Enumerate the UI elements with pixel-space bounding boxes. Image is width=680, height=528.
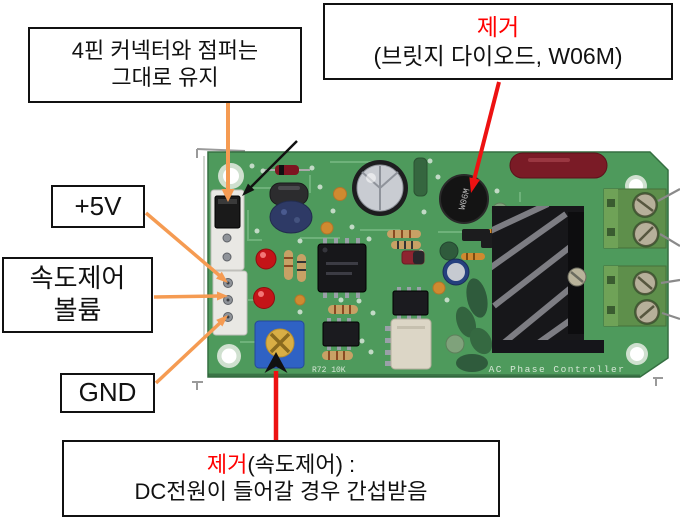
callout-gnd: GND [60,373,155,413]
photo-artifacts [192,148,663,390]
electrolytic-capacitor-small [442,258,470,286]
callout-remove-speed-line2: DC전원이 들어갈 경우 간섭받음 [134,478,428,504]
leader-speed-volume [153,291,228,301]
callout-remove-speed: 제거(속도제어) : DC전원이 들어갈 경우 간섭받음 [62,440,500,517]
callout-remove-bridge: 제거 (브릿지 다이오드, W06M) [323,3,673,80]
transistors [462,229,493,248]
leader-remove-bridge [469,81,501,193]
callout-keep-line1: 4핀 커넥터와 점퍼는 [71,38,259,64]
leader-5v [144,211,228,283]
solder-pads [249,158,500,355]
leader-keep-connector [221,103,235,202]
small-ic-left [322,318,360,350]
callout-keep-connector: 4핀 커넥터와 점퍼는 그대로 유지 [28,27,302,103]
red-cylinder-capacitor [509,152,608,179]
green-standing-component [413,157,428,197]
callout-5v: +5V [51,185,145,228]
callout-bridge-title: 제거 [476,14,520,41]
trimmer-silkscreen-label: R72 10K [312,366,346,375]
silkscreen-title: AC Phase Controller [489,364,626,375]
dip-ic-8pin [317,238,367,298]
callout-speed-line2: 볼륨 [53,295,102,325]
heatsink-triac [492,206,604,353]
terminal-wires [657,188,680,321]
callout-gnd-label: GND [78,377,137,408]
red-led-top [255,248,277,270]
terminal-block-lower [603,265,667,327]
varistor-blue [269,200,313,234]
arrow-black-jumper [242,140,298,196]
electrolytic-capacitor-large [352,160,408,216]
white-dip-component [385,318,432,370]
red-film-capacitor [401,250,425,265]
inductor-choke [269,182,309,206]
four-pin-connector [210,189,245,271]
leader-lines [144,81,501,441]
red-led-bottom [253,287,275,309]
callout-remove-speed-title: 제거(속도제어) : [206,451,356,477]
bridge-diode-w06m: W06M [439,174,489,224]
mounting-holes [217,163,648,368]
ceramic-capacitors [294,187,446,306]
leader-gnd [154,315,228,385]
callout-5v-label: +5V [74,190,122,221]
callout-bridge-subtitle: (브릿지 다이오드, W06M) [373,42,623,69]
leader-remove-trimmer [264,352,288,441]
small-ic-right [392,287,429,319]
pcb-board: R72 10K W06M [207,151,680,378]
trimmer-potentiometer [254,320,305,369]
terminal-block-upper [603,188,667,249]
callout-speed-volume: 속도제어 볼륨 [2,257,153,333]
callout-keep-line2: 그대로 유지 [111,65,219,90]
callout-speed-line1: 속도제어 [29,263,126,294]
